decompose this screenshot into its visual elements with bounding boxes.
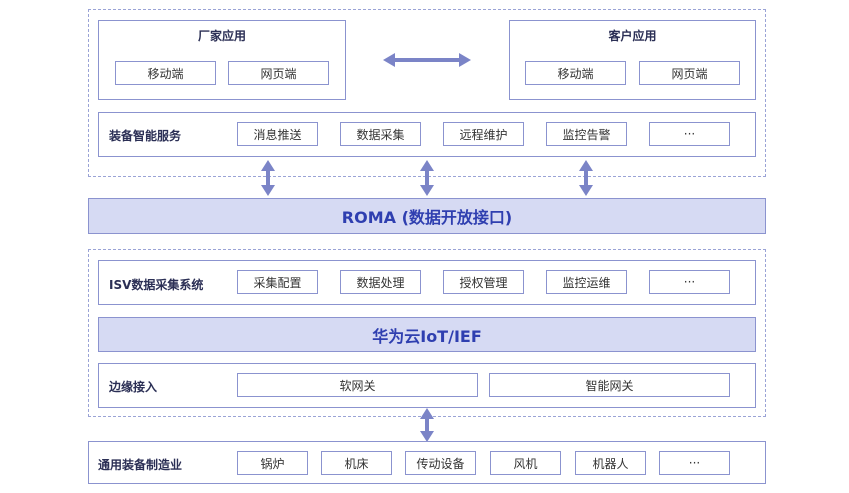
industry-label: 通用装备制造业 — [98, 458, 183, 472]
customer-mobile-chip: 移动端 — [525, 61, 626, 85]
roma-bar: ROMA (数据开放接口) — [88, 198, 766, 234]
smart-service-label: 装备智能服务 — [109, 129, 182, 143]
customer-web-chip: 网页端 — [639, 61, 740, 85]
vertical-arrow-icon — [420, 160, 434, 196]
huawei-cloud-bar: 华为云IoT/IEF — [98, 317, 756, 352]
smart-service-chip-push: 消息推送 — [237, 122, 318, 146]
isv-panel — [98, 260, 756, 305]
edge-label: 边缘接入 — [109, 380, 158, 394]
industry-chip-boiler: 锅炉 — [237, 451, 308, 475]
vertical-arrow-icon — [261, 160, 275, 196]
isv-chip-config: 采集配置 — [237, 270, 318, 294]
edge-chip-smart-gateway: 智能网关 — [489, 373, 730, 397]
smart-service-chip-remote: 远程维护 — [443, 122, 524, 146]
customer-app-panel: 客户应用 — [509, 20, 756, 100]
vertical-arrow-icon — [420, 408, 434, 442]
isv-chip-more: ··· — [649, 270, 730, 294]
huawei-cloud-label: 华为云IoT/IEF — [372, 326, 482, 346]
isv-chip-auth: 授权管理 — [443, 270, 524, 294]
roma-label: ROMA (数据开放接口) — [341, 208, 513, 227]
smart-service-chip-monitor: 监控告警 — [546, 122, 627, 146]
vendor-app-panel: 厂家应用 — [98, 20, 346, 100]
industry-chip-more: ··· — [659, 451, 730, 475]
bidirectional-horizontal-arrow-icon — [383, 53, 471, 67]
smart-service-panel — [98, 112, 756, 157]
vendor-web-chip: 网页端 — [228, 61, 329, 85]
industry-chip-robot: 机器人 — [575, 451, 646, 475]
smart-service-chip-more: ··· — [649, 122, 730, 146]
industry-chip-transmission: 传动设备 — [405, 451, 476, 475]
isv-chip-ops: 监控运维 — [546, 270, 627, 294]
isv-label: ISV数据采集系统 — [109, 278, 204, 292]
vendor-mobile-chip: 移动端 — [115, 61, 216, 85]
industry-chip-fan: 风机 — [490, 451, 561, 475]
vendor-app-title: 厂家应用 — [197, 29, 246, 43]
edge-chip-soft-gateway: 软网关 — [237, 373, 478, 397]
isv-chip-process: 数据处理 — [340, 270, 421, 294]
smart-service-chip-collect: 数据采集 — [340, 122, 421, 146]
vertical-arrow-icon — [579, 160, 593, 196]
industry-chip-machine-tool: 机床 — [321, 451, 392, 475]
customer-app-title: 客户应用 — [608, 29, 657, 43]
